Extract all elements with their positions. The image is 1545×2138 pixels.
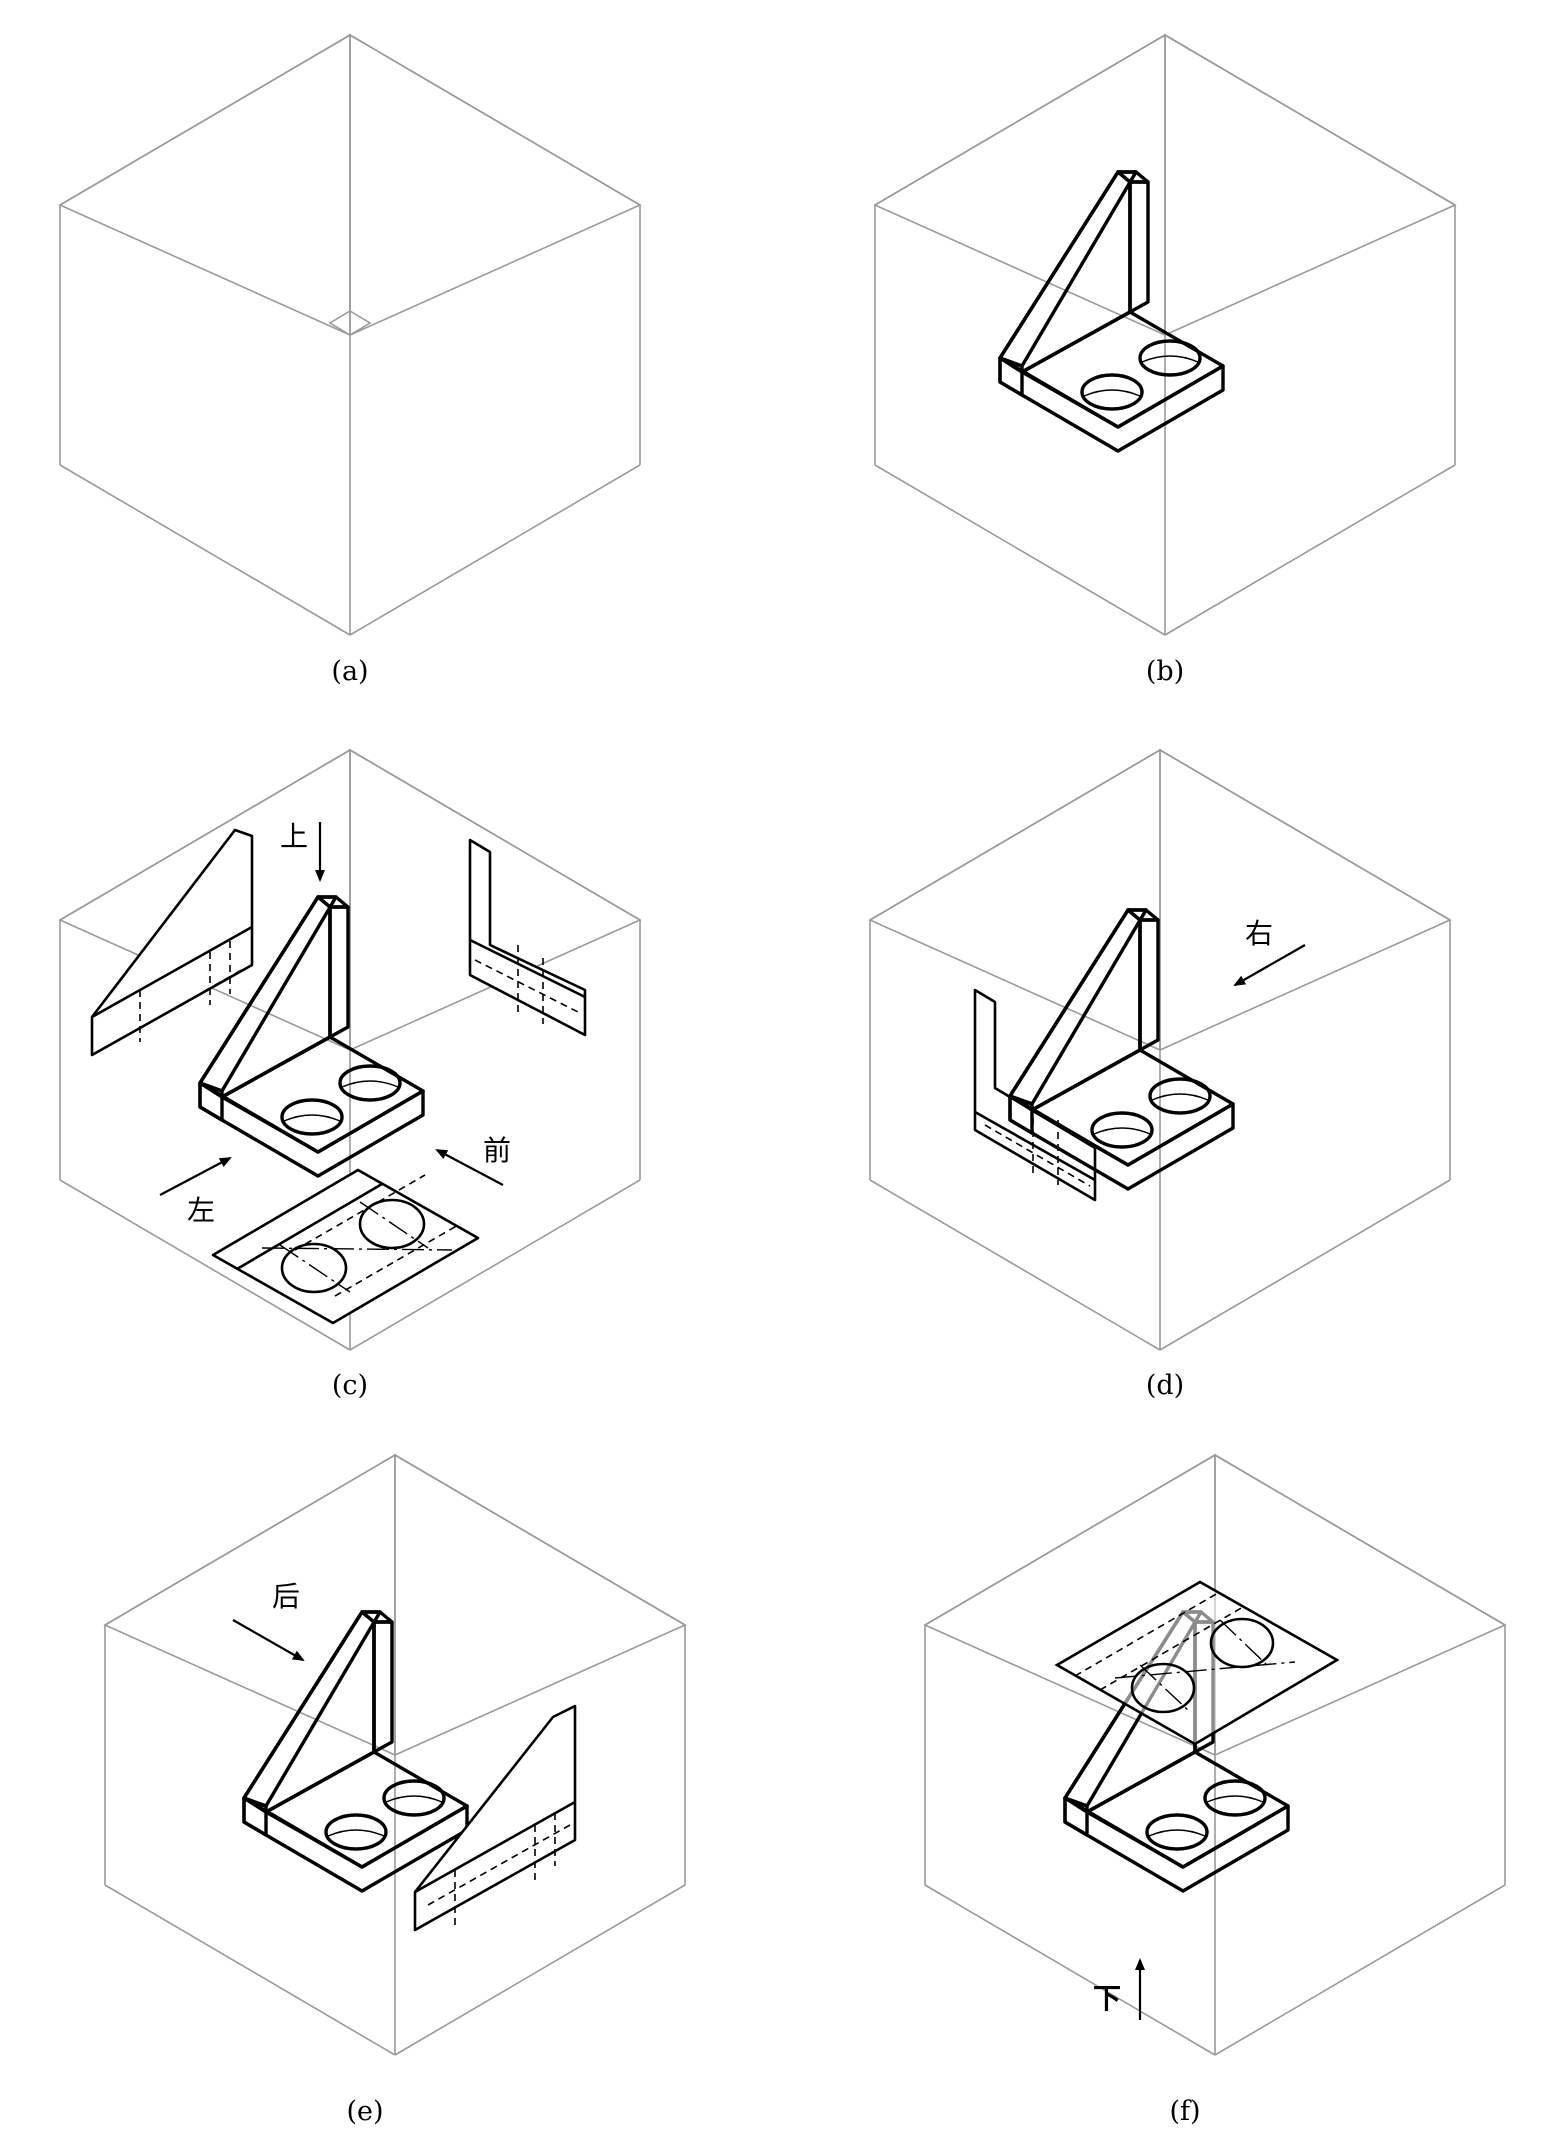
projection-box (869, 749, 1451, 1351)
panel-e: 后 (e) (104, 1454, 686, 2127)
caption-d: (d) (1146, 1370, 1184, 1401)
label-bottom: 下 (1093, 1982, 1121, 2015)
caption-c: (c) (332, 1370, 368, 1401)
label-right: 右 (1245, 917, 1273, 950)
top-view-projection (211, 1168, 480, 1325)
front-view-projection (468, 838, 587, 1037)
arrow-back: 后 (232, 1580, 305, 1661)
bottom-view-projection (1054, 1580, 1340, 1746)
arrow-front: 前 (435, 1134, 511, 1186)
label-back: 后 (272, 1580, 300, 1613)
panel-b: (b) (874, 34, 1456, 687)
panel-a: (a) (59, 34, 641, 687)
right-view-projection (973, 988, 1097, 1202)
label-left: 左 (187, 1194, 215, 1227)
caption-f: (f) (1169, 2096, 1200, 2127)
bracket-object (242, 1610, 469, 1893)
left-view-projection (90, 828, 254, 1057)
arrow-bottom: 下 (1093, 1958, 1145, 2020)
rear-view-projection (413, 1704, 577, 1932)
arrow-right: 右 (1233, 917, 1306, 986)
projection-box (104, 1454, 686, 2056)
projection-box (874, 34, 1456, 636)
projection-box (59, 34, 641, 636)
label-top: 上 (280, 820, 308, 853)
arrow-left: 左 (159, 1157, 232, 1227)
panel-f: 下 (f) (924, 1454, 1506, 2127)
panel-d: 右 (d) (869, 749, 1451, 1401)
panel-c: 上 左 前 (c) (59, 749, 641, 1401)
projection-box (924, 1454, 1506, 2056)
caption-e: (e) (346, 2096, 383, 2127)
caption-b: (b) (1146, 656, 1184, 687)
arrow-top: 上 (280, 820, 325, 882)
caption-a: (a) (331, 656, 368, 687)
label-front: 前 (483, 1134, 511, 1167)
